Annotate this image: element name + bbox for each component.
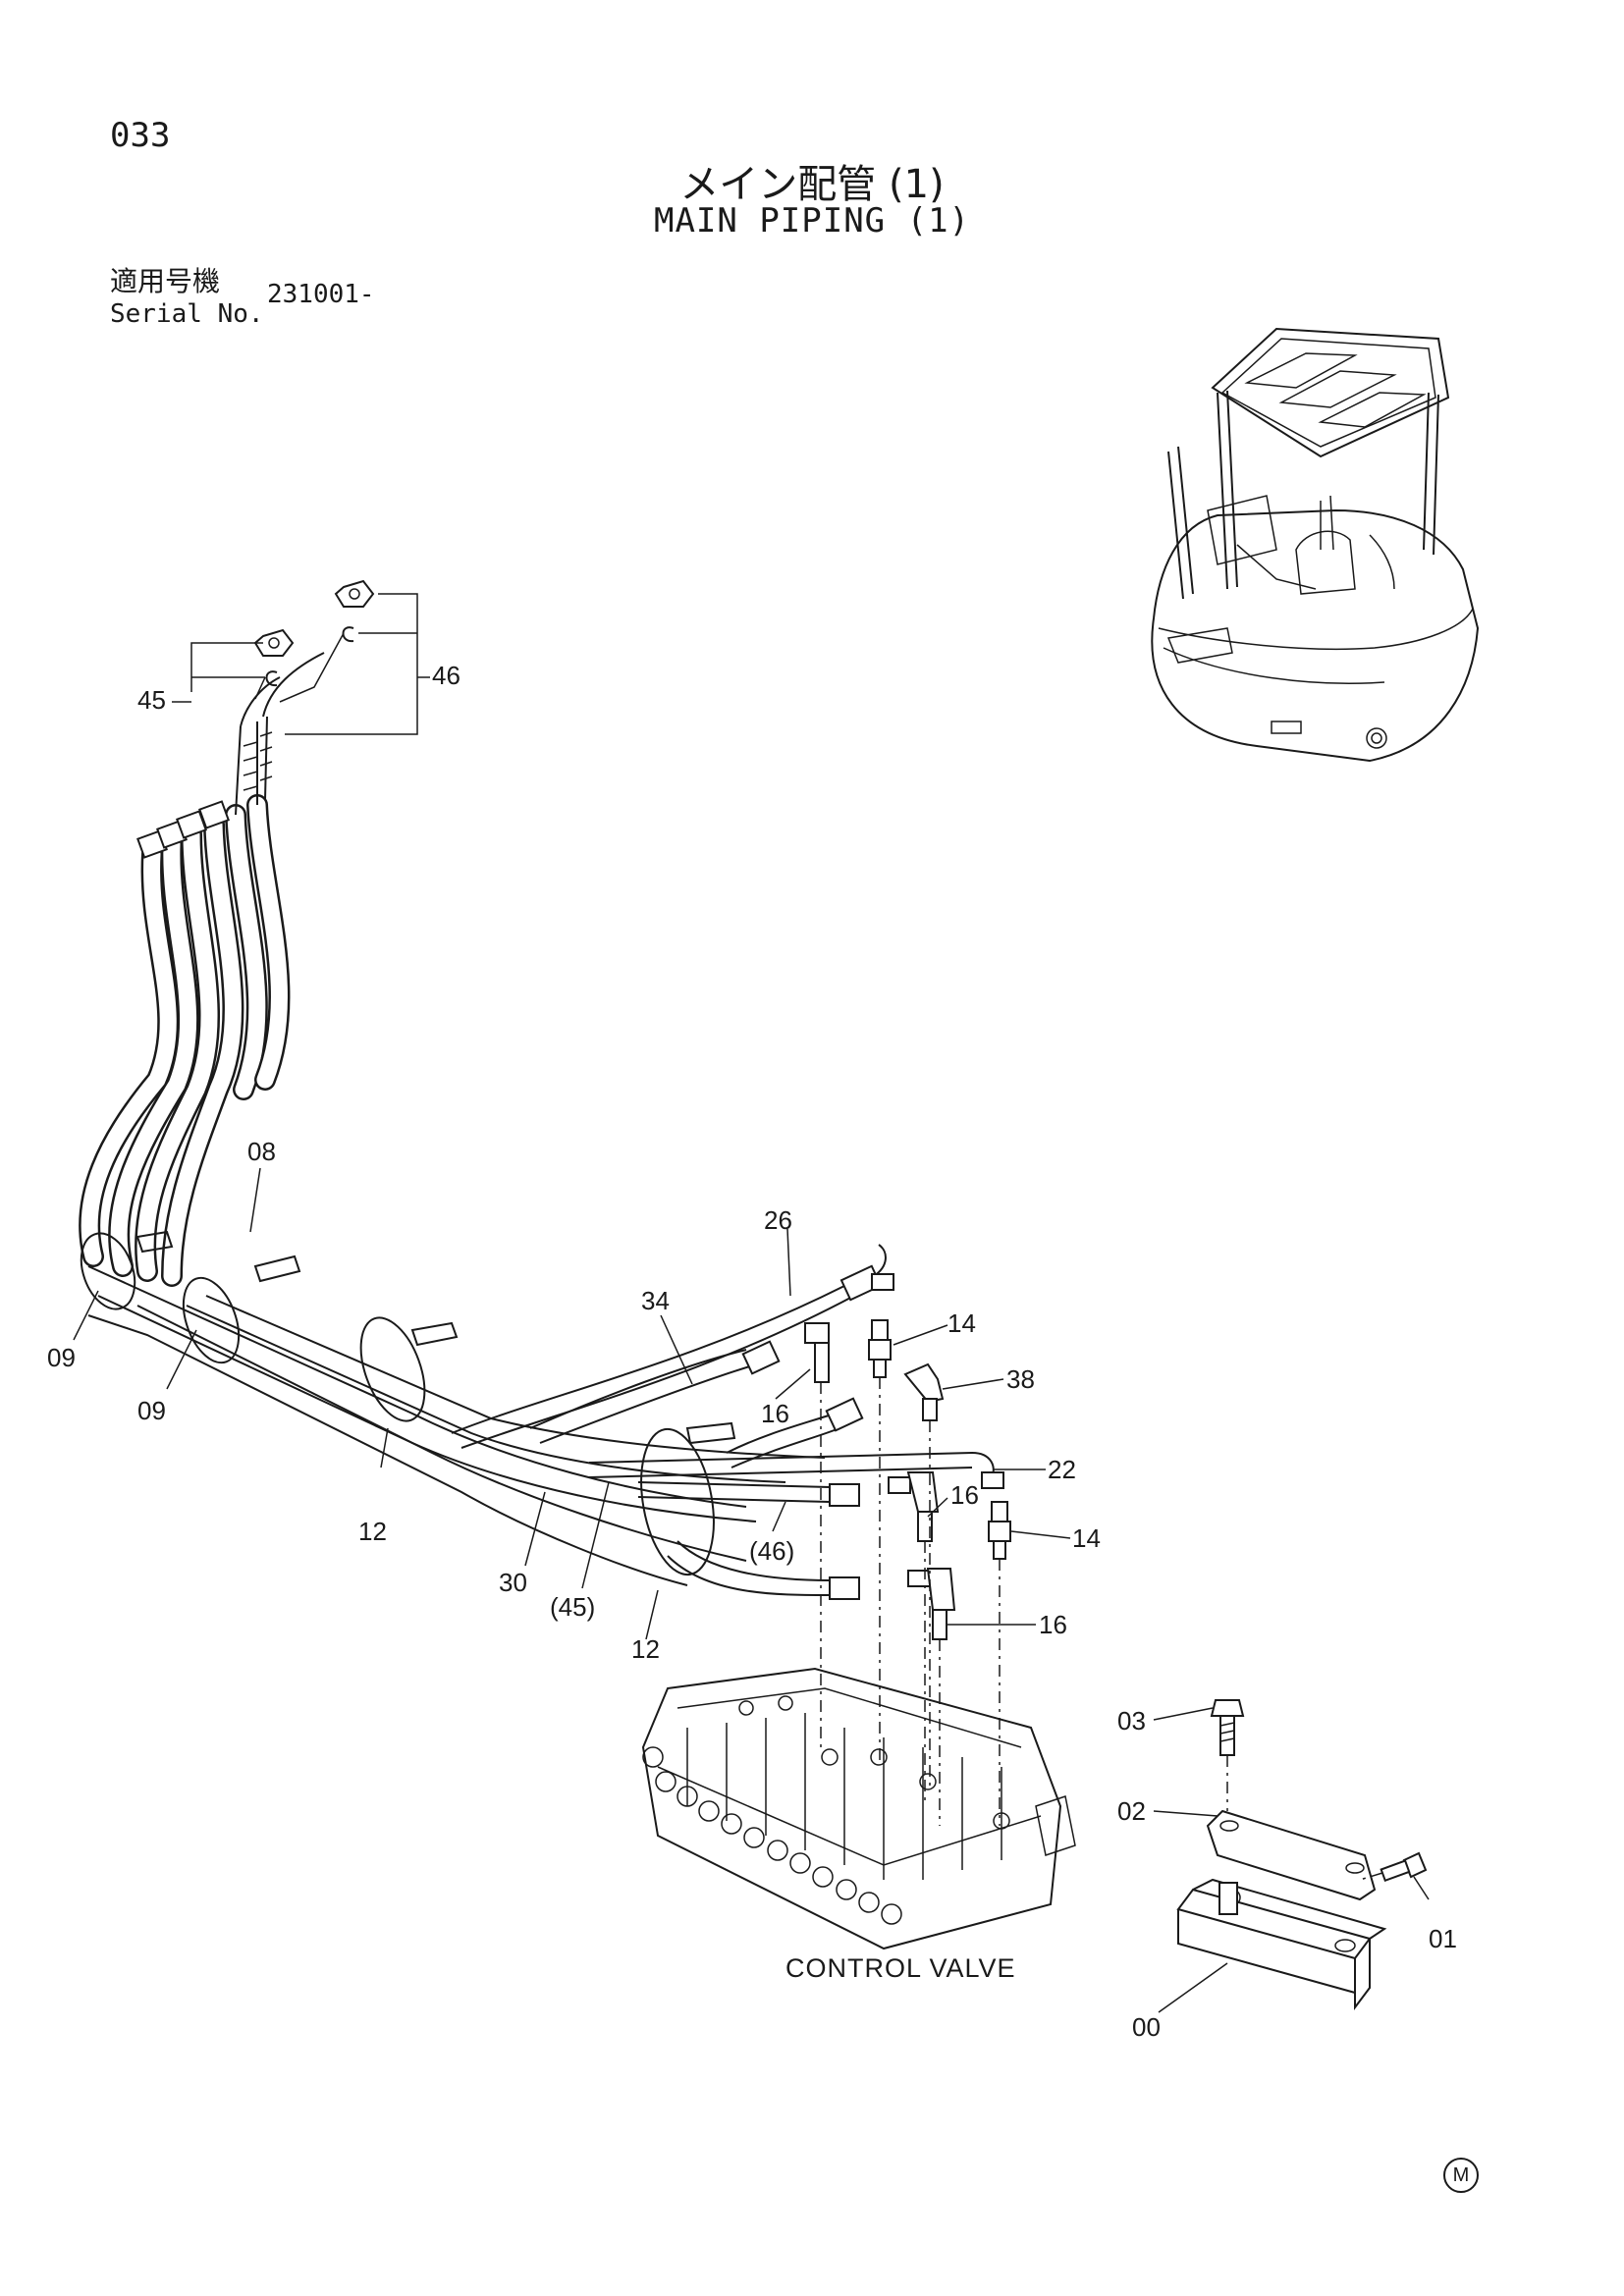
callout-45-reference: (45) [550,1592,596,1622]
callout-16-upper: 16 [761,1399,789,1428]
callout-14-lower: 14 [1072,1523,1101,1553]
callout-09-right: 09 [137,1396,166,1425]
serial-number-value: 231001- [267,280,375,309]
callout-22: 22 [1048,1455,1076,1484]
page-title-english: MAIN PIPING (1) [653,201,971,240]
excavator-illustration [1151,327,1480,763]
pressure-hoses [451,1244,1004,1600]
callout-02: 02 [1117,1796,1146,1826]
callout-12-left: 12 [358,1517,387,1546]
control-valve-illustration [641,1667,1076,1950]
callout-08: 08 [247,1137,276,1166]
bracket-assembly [1176,1699,1428,2010]
callout-45: 45 [137,685,166,715]
callout-09-left: 09 [47,1343,76,1372]
callout-03: 03 [1117,1706,1146,1735]
page-number: 033 [110,116,171,155]
callout-00: 00 [1132,2012,1161,2042]
serial-label-japanese: 適用号機 [110,265,221,297]
nut-washer-group [172,579,430,735]
callout-46: 46 [432,661,460,690]
page-title-japanese: メイン配管 (1) [679,162,945,207]
callout-34: 34 [641,1286,670,1315]
callout-30: 30 [499,1568,527,1597]
callout-26: 26 [764,1205,792,1235]
control-valve-label: CONTROL VALVE [785,1953,1016,1983]
callout-14-upper: 14 [947,1308,976,1338]
callout-01: 01 [1429,1924,1457,1953]
callout-38: 38 [1006,1364,1035,1394]
callout-leaders [73,1167,1430,2013]
callout-16-lower: 16 [1039,1610,1067,1639]
callout-16-middle: 16 [950,1480,979,1510]
callout-12-right: 12 [631,1634,660,1664]
callout-46-reference: (46) [749,1536,795,1566]
corner-mark: M [1443,2158,1479,2193]
serial-label-english: Serial No. [110,299,264,329]
hose-bundle [79,652,826,1586]
connection-centerlines [820,1377,1001,1826]
